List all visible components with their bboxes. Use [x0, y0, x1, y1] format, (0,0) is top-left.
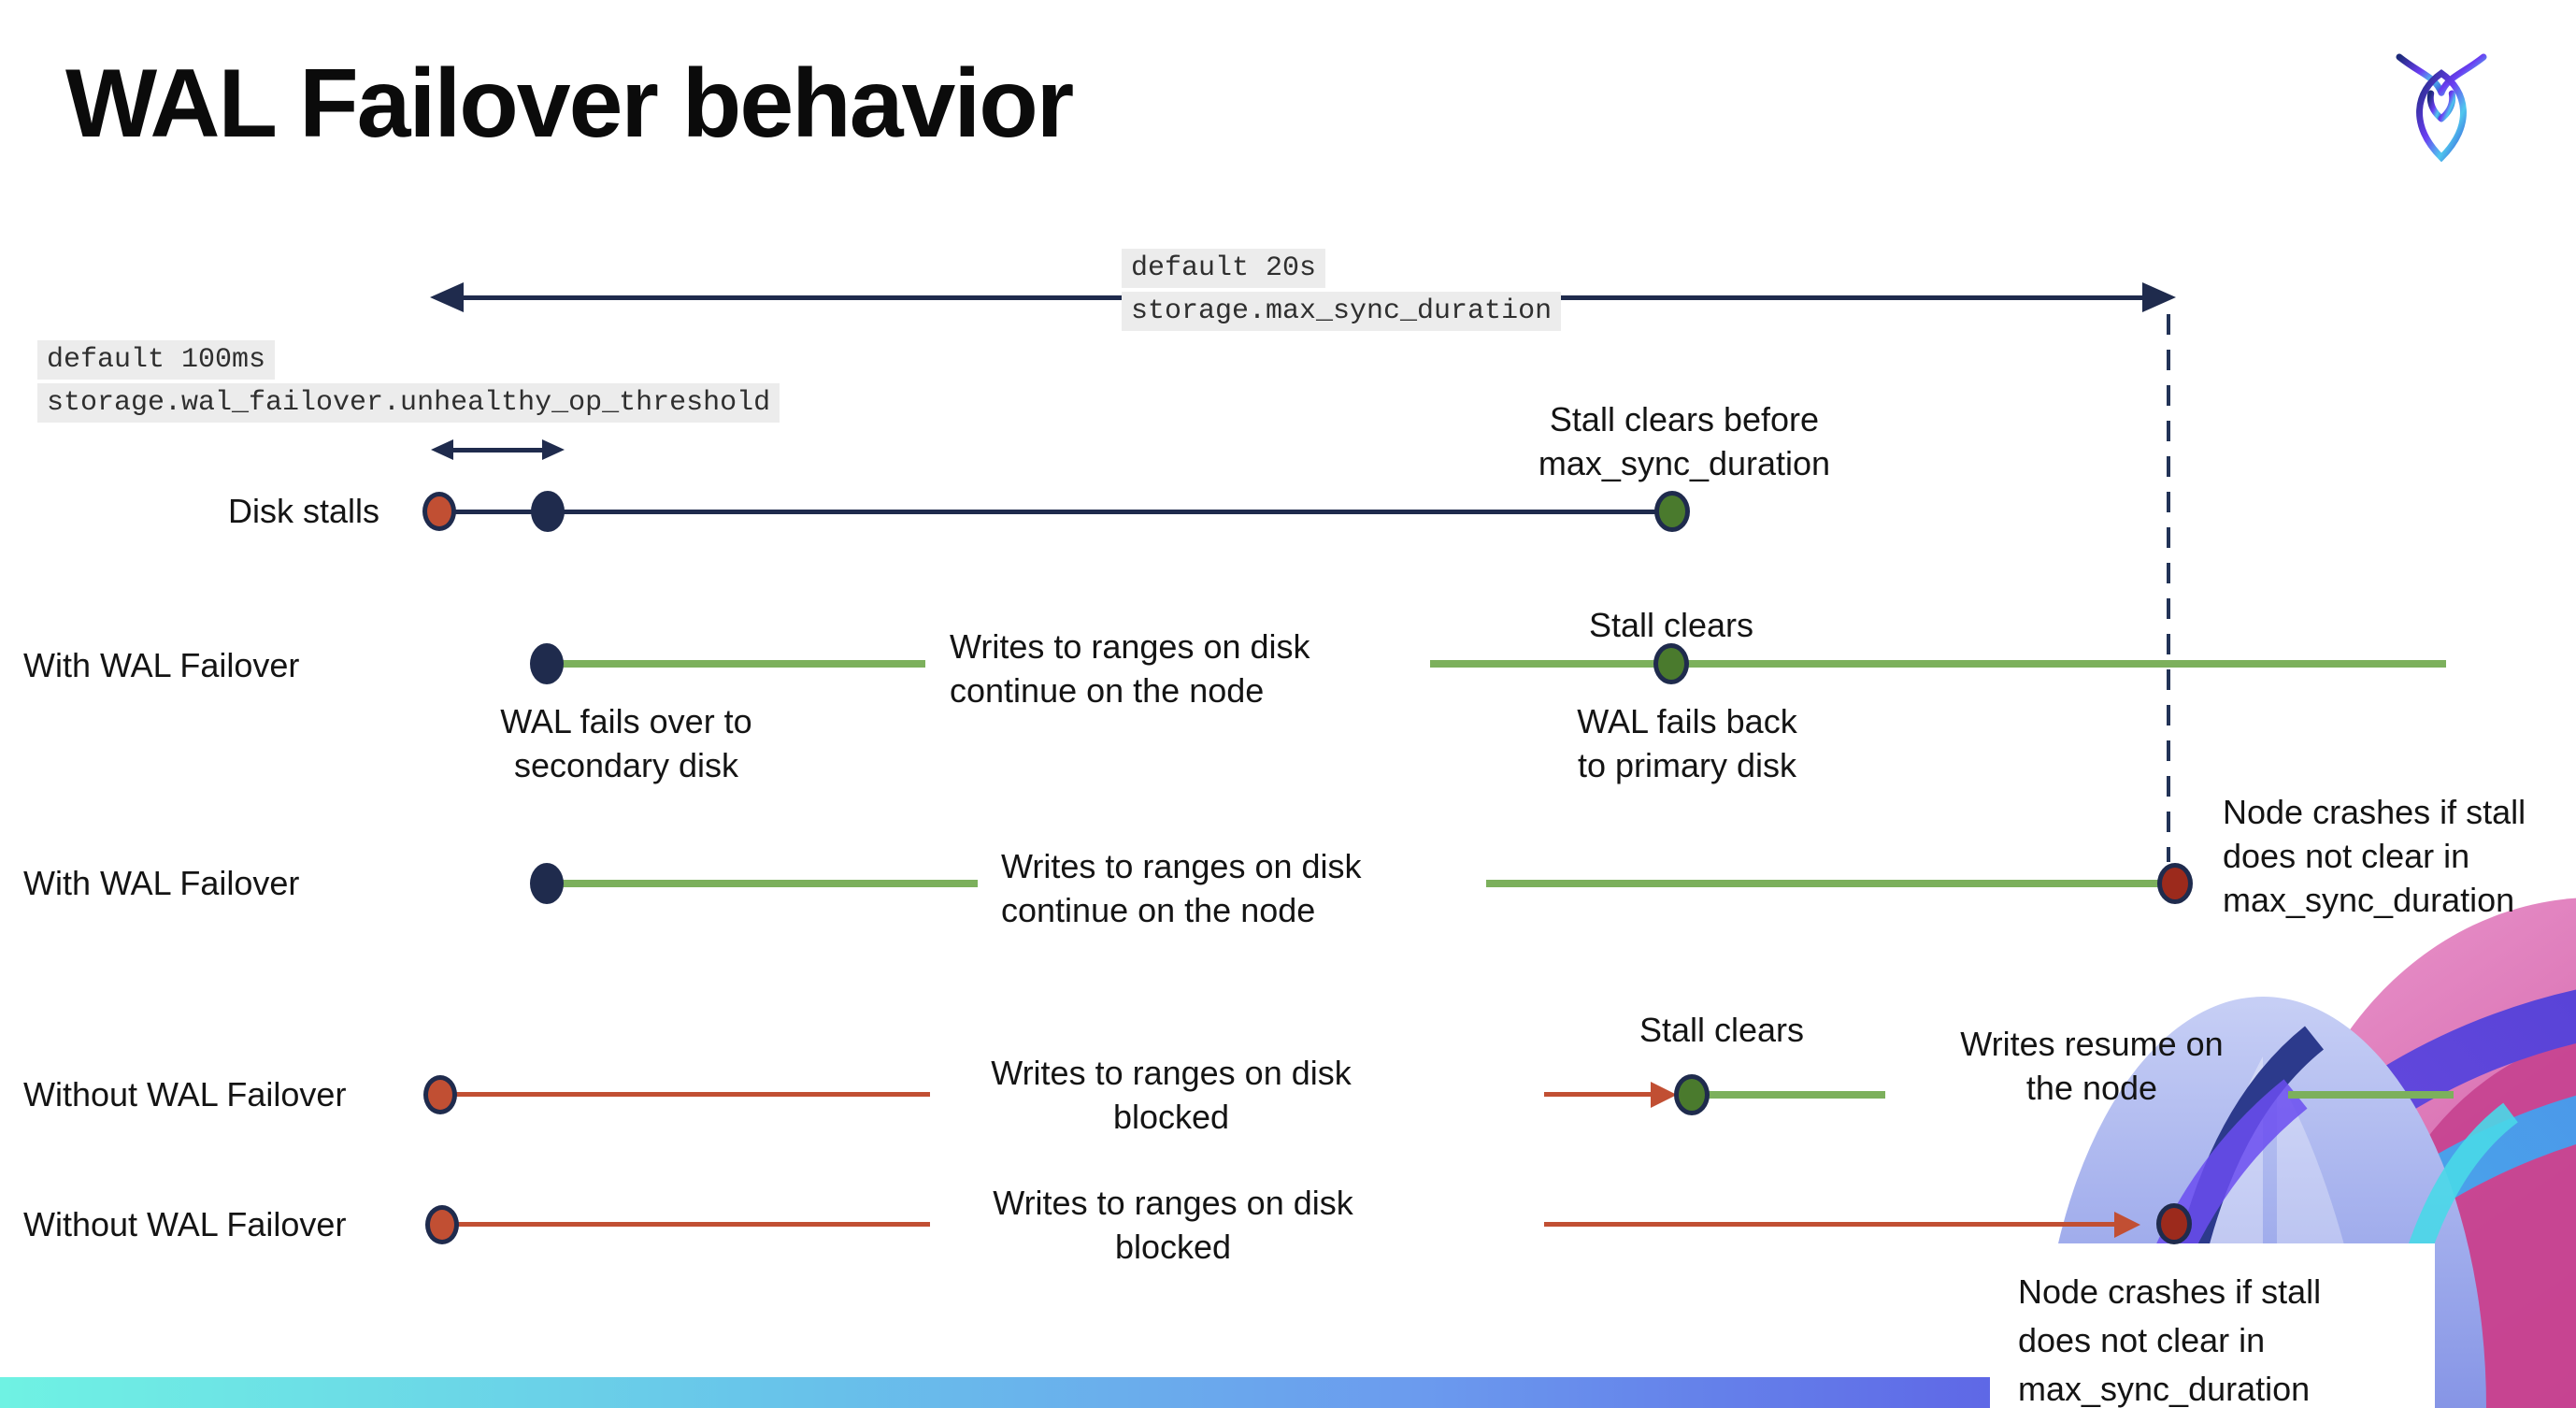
row2-mid-note: Writes to ranges on disk continue on the… [950, 625, 1310, 712]
row5-crash-line2: does not clear in [2018, 1321, 2266, 1359]
row2-failback-line1: WAL fails back [1577, 702, 1797, 740]
threshold-arrow-line [443, 448, 551, 453]
row3-green-line-b [1486, 880, 2165, 887]
row-label-without-wal-failover-1: Without WAL Failover [23, 1075, 347, 1113]
row1-note-line2: max_sync_duration [1538, 444, 1831, 482]
row1-stall-clears-dot [1654, 491, 1690, 532]
row2-failover-dot [530, 643, 564, 684]
row4-green-line-a [1695, 1091, 1885, 1099]
row2-stall-clears-dot [1653, 643, 1689, 684]
row5-red-line-a [444, 1222, 930, 1227]
row4-resume-line2: the node [2025, 1069, 2158, 1107]
row5-red-arrowhead-icon [2114, 1212, 2140, 1238]
row5-red-line-b [1544, 1222, 2118, 1227]
cockroachdb-logo-icon [2393, 49, 2490, 163]
row2-stall-clears-note: Stall clears [1588, 606, 1754, 644]
row4-red-arrowhead-icon [1651, 1082, 1677, 1108]
row-label-with-wal-failover-1: With WAL Failover [23, 646, 300, 684]
row-label-without-wal-failover-2: Without WAL Failover [23, 1205, 347, 1243]
row3-failover-dot [530, 863, 564, 904]
row4-stall-start-dot [423, 1075, 457, 1114]
row2-failover-line1: WAL fails over to [500, 702, 752, 740]
row-label-with-wal-failover-2: With WAL Failover [23, 864, 300, 902]
row5-crash-line1: Node crashes if stall [2018, 1272, 2322, 1311]
row1-stall-start-dot [422, 492, 456, 531]
small-arrow-left-icon [431, 439, 453, 460]
arrow-left-icon [430, 282, 464, 312]
row4-blocked-note: Writes to ranges on disk blocked [991, 1054, 1352, 1136]
row3-crash-line1: Node crashes if stall [2223, 793, 2526, 831]
row3-mid-note: Writes to ranges on disk continue on the… [1001, 844, 1362, 932]
row4-red-line-a [442, 1092, 930, 1097]
row4-stall-clears-dot [1674, 1074, 1710, 1115]
row4-stall-clears-note: Stall clears [1639, 1011, 1805, 1049]
row2-failback-note: WAL fails back to primary disk [1547, 699, 1827, 787]
row4-resume-line1: Writes resume on [1960, 1025, 2224, 1063]
row5-crash-note: Node crashes if stall does not clear in … [2018, 1268, 2321, 1408]
page-title: WAL Failover behavior [65, 50, 1074, 158]
row1-threshold-dot [531, 491, 565, 532]
row2-failover-line2: secondary disk [513, 746, 739, 784]
row-label-disk-stalls: Disk stalls [228, 492, 380, 530]
row2-failover-note: WAL fails over to secondary disk [486, 699, 766, 787]
row5-crash-line3: max_sync_duration [2018, 1370, 2311, 1408]
max-sync-setting-name: storage.max_sync_duration [1122, 292, 1562, 331]
row4-green-line-b [2288, 1091, 2454, 1099]
row3-green-line-a [550, 880, 978, 887]
threshold-setting-name: storage.wal_failover.unhealthy_op_thresh… [37, 383, 780, 423]
row4-resume-note: Writes resume on the node [1928, 1022, 2255, 1110]
threshold-default-label: default 100ms [37, 340, 276, 380]
row4-red-line-b [1544, 1092, 1658, 1097]
arrow-right-icon [2142, 282, 2176, 312]
max-sync-deadline-dashed-line [2167, 314, 2170, 862]
row5-stall-start-dot [425, 1205, 459, 1244]
row2-mid-line1: Writes to ranges on disk [950, 627, 1310, 666]
row2-green-line-b [1430, 660, 2446, 668]
row5-crash-dot [2156, 1203, 2192, 1244]
row3-crash-note: Node crashes if stall does not clear in … [2223, 790, 2576, 922]
row2-failback-line2: to primary disk [1577, 746, 1797, 784]
row2-green-line-a [550, 660, 925, 668]
row3-mid-line1: Writes to ranges on disk [1001, 847, 1362, 885]
row5-crash-callout: Node crashes if stall does not clear in … [1990, 1243, 2435, 1408]
row3-crash-line2: does not clear in [2223, 837, 2470, 875]
row2-mid-line2: continue on the node [950, 671, 1265, 710]
small-arrow-right-icon [542, 439, 565, 460]
row5-blocked-note: Writes to ranges on disk blocked [993, 1184, 1353, 1266]
row1-note: Stall clears before max_sync_duration [1497, 397, 1871, 485]
row3-crash-dot [2157, 863, 2193, 904]
row3-crash-line3: max_sync_duration [2223, 881, 2515, 919]
row3-mid-line2: continue on the node [1001, 891, 1316, 929]
row1-note-line1: Stall clears before [1549, 400, 1820, 438]
row1-timeline [439, 510, 1673, 514]
max-sync-default-label: default 20s [1122, 249, 1326, 288]
